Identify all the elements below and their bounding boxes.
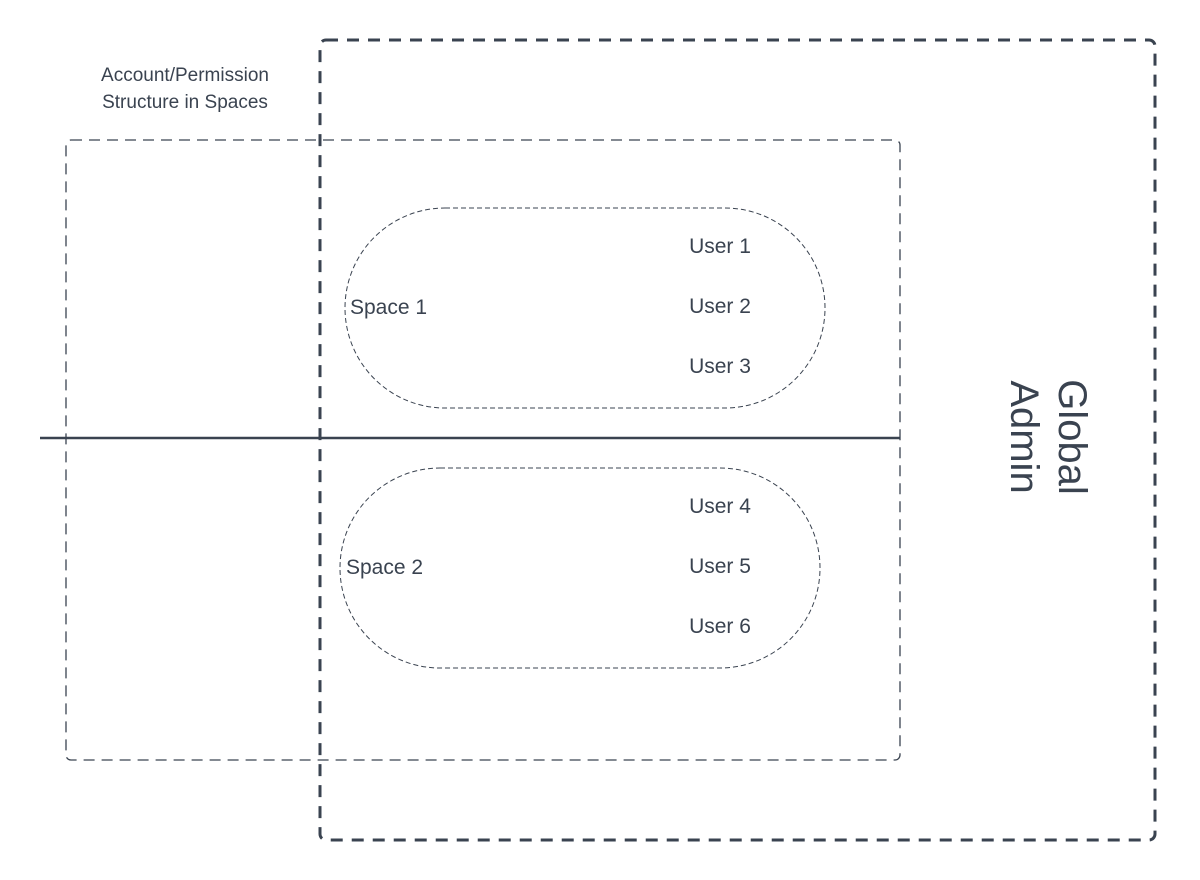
global-admin-label-line-2: Admin <box>1002 380 1046 493</box>
space-2-user-5: User 5 <box>689 555 751 578</box>
space-1-user-3: User 3 <box>689 355 751 378</box>
global-admin-boundary <box>318 38 1157 842</box>
diagram-title-line-2: Structure in Spaces <box>102 92 268 113</box>
space-2-group: Space 2 User 4 User 5 User 6 <box>339 467 821 669</box>
space-1-label: Space 1 <box>350 296 427 319</box>
global-admin-label: Global Admin <box>1002 379 1094 495</box>
diagram-title-line-1: Account/Permission <box>101 65 269 86</box>
space-2-boundary <box>339 467 821 669</box>
space-2-user-6: User 6 <box>689 615 751 638</box>
space-2-user-4: User 4 <box>689 495 751 518</box>
account-boundary <box>65 139 901 761</box>
space-2-label: Space 2 <box>346 556 423 579</box>
space-1-group: Space 1 User 1 User 2 User 3 <box>344 207 826 409</box>
space-1-user-1: User 1 <box>689 235 751 258</box>
global-admin-label-line-1: Global <box>1050 379 1094 495</box>
space-1-boundary <box>344 207 826 409</box>
space-1-user-2: User 2 <box>689 295 751 318</box>
